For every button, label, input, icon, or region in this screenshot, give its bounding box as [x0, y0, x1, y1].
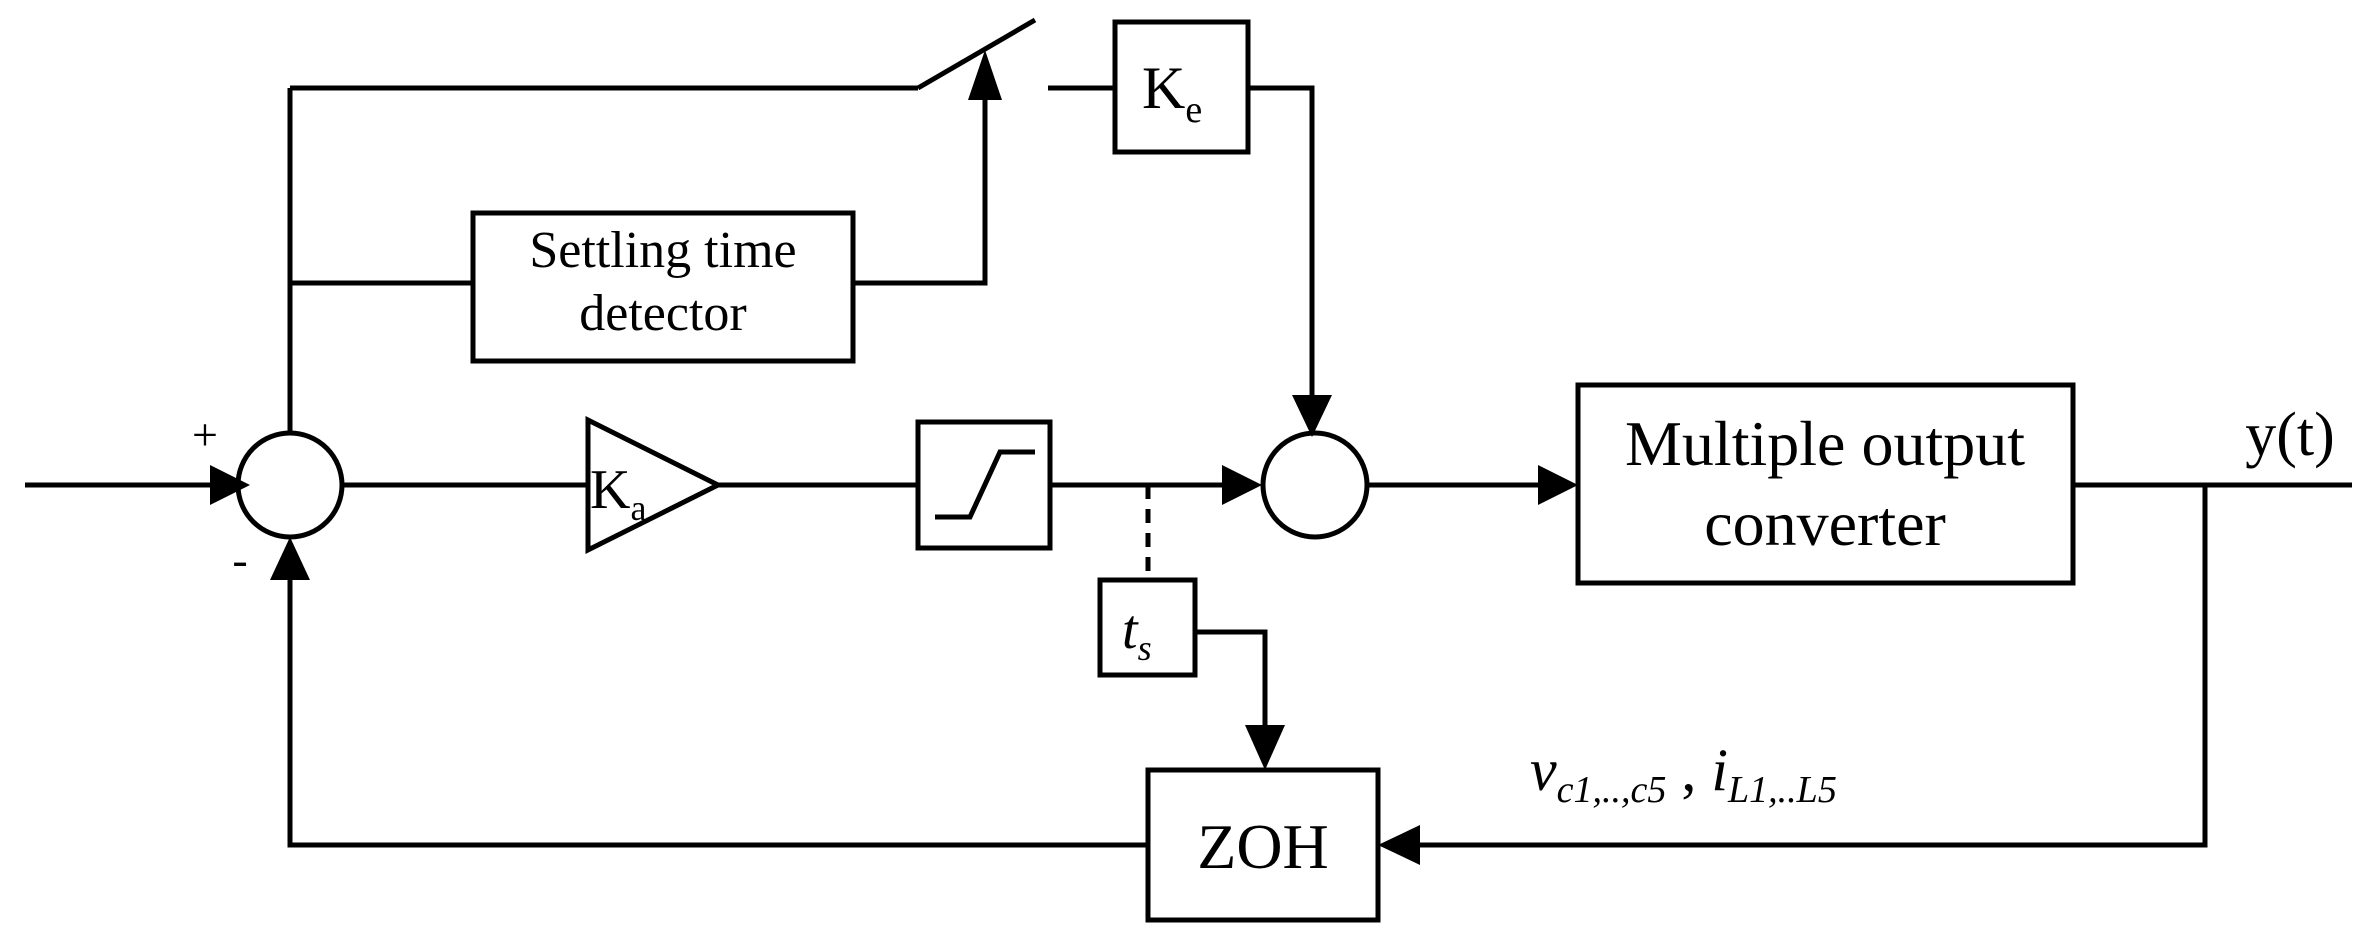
input-arrowhead [210, 465, 250, 505]
ke-main: K [1142, 55, 1185, 121]
ke-gain-block [1112, 19, 1251, 155]
feedback-signal-label: vc1,..,c5 , iL1,..L5 [1530, 737, 1837, 811]
ka-main: K [590, 459, 630, 521]
switch-arm [916, 17, 1037, 91]
feedback-arrowhead [270, 537, 310, 580]
output-label: y(t) [2245, 401, 2335, 469]
feedback-i: i [1711, 737, 1728, 803]
saturation-icon [935, 449, 1035, 520]
ka-subscript: a [630, 488, 646, 528]
settling-detector-label-1: Settling time [529, 222, 796, 279]
converter-label-1: Multiple output [1625, 408, 2025, 479]
ke-output-line [1248, 85, 1315, 405]
multiple-output-converter-block [1575, 382, 2076, 586]
ke-output-arrowhead [1292, 395, 1332, 437]
ts-subscript: s [1138, 628, 1152, 668]
ts-to-zoh-line [1195, 629, 1268, 735]
ke-gain-label: Ke [1142, 55, 1202, 131]
summing-junction-control [1260, 430, 1370, 540]
converter-input-arrowhead [1538, 465, 1578, 505]
feedback-v: v [1530, 737, 1557, 803]
switch-control-line [853, 88, 988, 286]
ka-gain-block [585, 415, 724, 555]
ts-label: ts [1122, 599, 1152, 668]
junction2-input-arrowhead [1222, 465, 1262, 505]
feedback-separator: , [1666, 737, 1711, 803]
feedback-i-subscript: L1,..L5 [1727, 769, 1837, 811]
zoh-to-junction-line [287, 572, 1148, 848]
settling-detector-label-2: detector [579, 285, 746, 342]
zoh-block [1145, 767, 1381, 923]
switch-control-arrowhead [968, 50, 1002, 100]
ke-subscript: e [1185, 89, 1202, 131]
feedback-v-subscript: c1,..,c5 [1557, 769, 1667, 811]
zoh-input-arrowhead [1378, 825, 1420, 865]
ka-gain-label: Ka [590, 459, 646, 528]
ts-to-zoh-arrowhead [1245, 725, 1285, 770]
ts-main: t [1122, 599, 1139, 661]
plus-sign: + [192, 409, 218, 460]
ts-block [1097, 577, 1198, 678]
feedback-return-line [1415, 485, 2208, 848]
zoh-label: ZOH [1197, 811, 1329, 882]
minus-sign: - [232, 534, 247, 585]
converter-label-2: converter [1704, 488, 1946, 559]
summing-junction-input [235, 430, 345, 540]
settling-time-detector-block [470, 210, 856, 364]
